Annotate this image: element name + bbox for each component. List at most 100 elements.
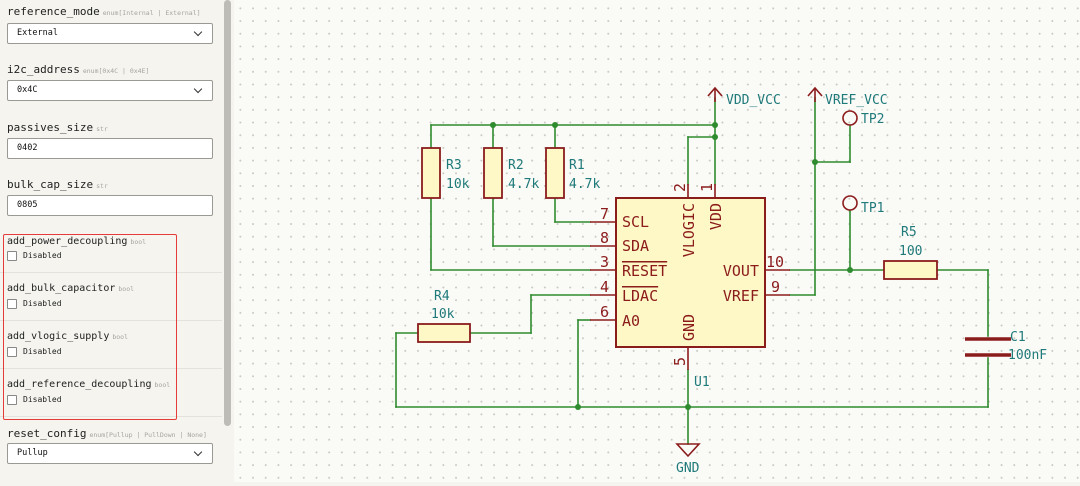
reset-config-value: Pullup — [17, 448, 48, 458]
pin-name-vout: VOUT — [723, 262, 759, 280]
schematic-svg: VDD_VCC VREF_VCC GND TP2 TP1 R3 10k R2 4… — [395, 86, 1047, 476]
pin-num-3: 3 — [600, 253, 609, 271]
wires — [395, 97, 989, 445]
r4-value: 10k — [431, 307, 455, 322]
resistor-labels: R3 10k R2 4.7k R1 4.7k R4 10k R5 100 — [431, 158, 922, 322]
sidebar-scrollbar[interactable] — [224, 0, 231, 426]
pin-name-vref: VREF — [723, 287, 759, 305]
add-vlogic-supply-label-text: add_vlogic_supply — [7, 331, 110, 342]
u1-pin-numbers: 7 8 3 4 6 10 9 2 1 5 — [600, 183, 784, 366]
pin-name-gnd: GND — [680, 314, 698, 341]
tp1-icon — [842, 195, 858, 211]
add-reference-decoupling-label-text: add_reference_decoupling — [7, 379, 152, 390]
pin-name-ldac: LDAC — [622, 287, 658, 305]
checkbox-icon[interactable] — [7, 347, 17, 357]
passives-size-label-text: passives_size — [7, 121, 94, 134]
junction-dot — [490, 122, 496, 128]
vdd-arrow-icon — [707, 86, 723, 97]
pin-name-sda: SDA — [622, 237, 649, 255]
passives-size-type: str — [96, 125, 108, 133]
tp2-label: TP2 — [861, 112, 884, 127]
r3-ref: R3 — [446, 158, 462, 173]
r2-body — [483, 147, 503, 199]
pin-num-9: 9 — [771, 278, 780, 296]
divider — [0, 272, 222, 273]
r3-body — [421, 147, 441, 199]
add-reference-decoupling-value: Disabled — [23, 395, 62, 404]
r5-ref: R5 — [901, 225, 917, 240]
add-power-decoupling-value: Disabled — [23, 251, 62, 260]
u1-pin-lines — [590, 184, 790, 370]
u1-pin-names: SCL SDA RESET LDAC A0 VOUT VREF VLOGIC V… — [622, 203, 759, 341]
r5-value: 100 — [899, 244, 922, 259]
reference-mode-type: enum[Internal | External] — [102, 9, 201, 17]
schematic-canvas[interactable]: VDD_VCC VREF_VCC GND TP2 TP1 R3 10k R2 4… — [234, 0, 1080, 482]
passives-size-input[interactable]: 0402 — [7, 138, 213, 159]
capacitor-labels: C1 100nF — [1008, 330, 1047, 363]
r4-ref: R4 — [434, 289, 450, 304]
tp2-icon — [842, 110, 858, 126]
junctions — [490, 122, 853, 410]
chevron-down-icon — [193, 447, 203, 457]
i2c-address-select[interactable]: 0x4C — [7, 80, 213, 101]
i2c-address-type: enum[0x4C | 0x4E] — [82, 67, 150, 75]
junction-dot — [575, 404, 581, 410]
checkbox-icon[interactable] — [7, 395, 17, 405]
pin-name-a0: A0 — [622, 312, 640, 330]
i2c-address-label-text: i2c_address — [7, 63, 80, 76]
chevron-down-icon — [193, 84, 203, 94]
add-power-decoupling-label-text: add_power_decoupling — [7, 236, 128, 247]
add-reference-decoupling-type: bool — [154, 381, 171, 389]
reference-mode-label-text: reference_mode — [7, 5, 100, 18]
divider — [0, 320, 222, 321]
bulk-cap-size-label-text: bulk_cap_size — [7, 178, 94, 191]
r5-body — [883, 260, 938, 280]
pin-name-reset: RESET — [622, 262, 667, 280]
passives-size-value: 0402 — [17, 143, 38, 153]
pin-num-4: 4 — [600, 278, 609, 296]
power-labels: VDD_VCC VREF_VCC GND TP2 TP1 — [676, 93, 888, 476]
bulk-cap-size-input[interactable]: 0805 — [7, 195, 213, 216]
u1-body — [615, 197, 766, 348]
tp1-label: TP1 — [861, 201, 884, 216]
add-bulk-capacitor-label-text: add_bulk_capacitor — [7, 283, 116, 294]
r2-value: 4.7k — [508, 177, 539, 192]
reference-mode-value: External — [17, 28, 58, 38]
add-vlogic-supply-type: bool — [112, 333, 129, 341]
checkbox-icon[interactable] — [7, 299, 17, 309]
reset-config-type: enum[Pullup | PullDown | None] — [89, 431, 207, 439]
junction-dot — [812, 159, 818, 165]
reset-config-select[interactable]: Pullup — [7, 443, 213, 464]
bulk-cap-size-value: 0805 — [17, 200, 38, 210]
chevron-down-icon — [193, 27, 203, 37]
resistors — [417, 147, 938, 343]
add-power-decoupling-type: bool — [130, 238, 147, 246]
bulk-cap-size-type: str — [96, 182, 108, 190]
i2c-address-value: 0x4C — [17, 85, 38, 95]
divider — [0, 368, 222, 369]
r1-body — [545, 147, 565, 199]
junction-dot — [847, 267, 853, 273]
vdd-label: VDD_VCC — [726, 93, 781, 108]
r3-value: 10k — [446, 177, 470, 192]
vref-label: VREF_VCC — [825, 93, 888, 108]
reference-mode-select[interactable]: External — [7, 23, 213, 44]
c1-value: 100nF — [1008, 348, 1047, 363]
checkbox-icon[interactable] — [7, 251, 17, 261]
junction-dot — [712, 134, 718, 140]
pin-num-8: 8 — [600, 229, 609, 247]
reset-config-label-text: reset_config — [7, 427, 87, 440]
pin-num-7: 7 — [600, 205, 609, 223]
r2-ref: R2 — [508, 158, 524, 173]
pin-num-1: 1 — [698, 183, 716, 192]
gnd-label: GND — [676, 461, 700, 476]
pin-num-5: 5 — [671, 357, 689, 366]
